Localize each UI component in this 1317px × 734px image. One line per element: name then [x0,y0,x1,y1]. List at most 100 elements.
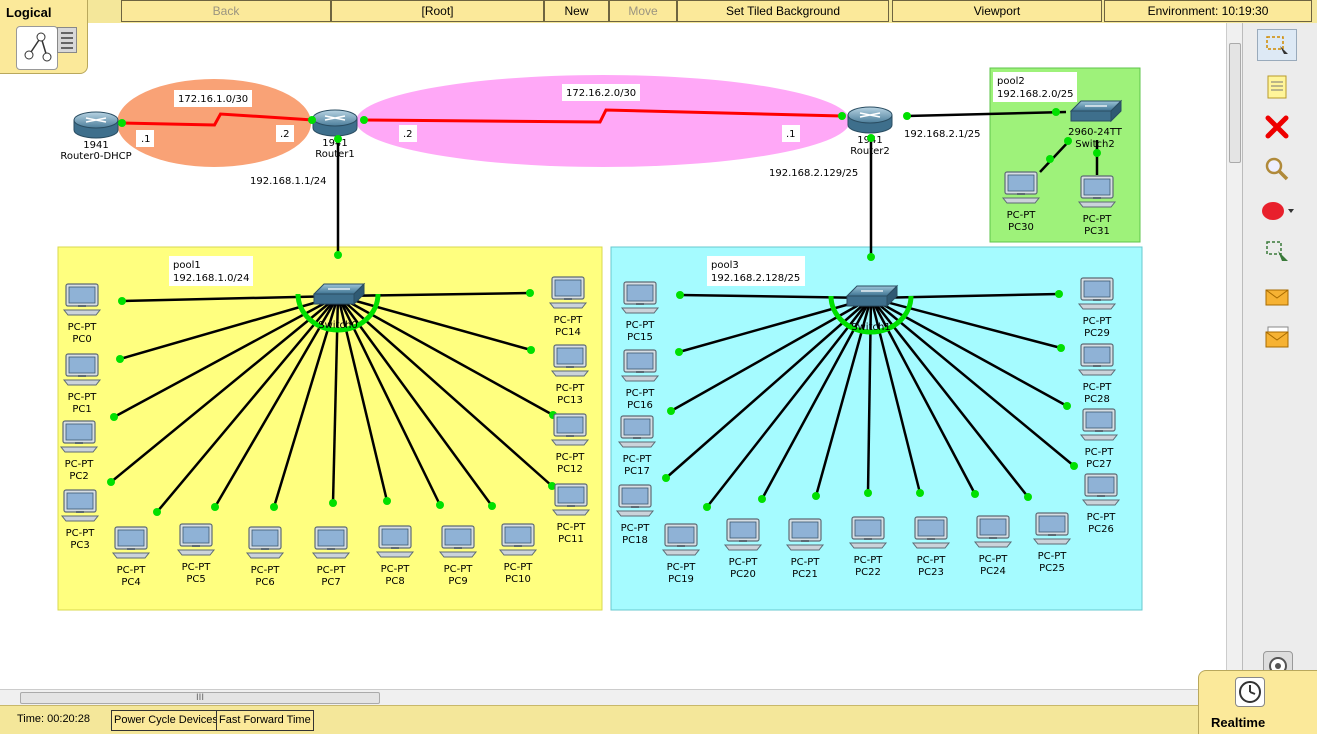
delete-icon[interactable] [1257,111,1297,143]
router-device[interactable]: 1941Router2 [847,106,893,157]
ethernet-link-switch0-pc[interactable] [156,295,339,513]
ethernet-link-switch0-pc[interactable] [113,294,339,419]
svg-text:.1: .1 [786,129,796,140]
ethernet-link-switch1-pc[interactable] [870,296,1062,350]
clock-icon[interactable] [1235,677,1265,707]
root-button[interactable]: [Root] [331,0,544,22]
horizontal-scrollbar[interactable]: III [0,689,1242,705]
ethernet-link-switch0-pc[interactable] [336,295,494,507]
ethernet-link-switch0-pc[interactable] [337,294,554,417]
logical-topology-icon[interactable] [16,26,58,70]
pc-type-label: PC-PT [623,454,653,465]
power-cycle-button[interactable]: Power Cycle Devices [111,710,221,731]
inspect-icon[interactable] [1257,153,1297,185]
router1-ethernet-indicator [334,135,342,143]
ethernet-link-switch1-pc[interactable] [870,292,1060,300]
ethernet-link-switch0-pc[interactable] [121,294,339,303]
switch-device[interactable]: Switch1 [845,284,899,333]
set-tiled-background-button[interactable]: Set Tiled Background [677,0,889,22]
svg-text:pool1: pool1 [173,260,201,271]
realtime-mode-tab[interactable]: Realtime [1198,670,1317,734]
ethernet-link-switch0-pc[interactable] [213,295,340,508]
pc-name-label: PC9 [448,576,467,587]
environment-button[interactable]: Environment: 10:19:30 [1104,0,1312,22]
switch-device[interactable]: Switch0 [312,282,366,331]
ethernet-link-switch0-pc[interactable] [110,295,339,483]
select-icon[interactable] [1257,29,1297,61]
complex-pdu-icon[interactable] [1257,321,1297,353]
ethernet-link-switch1-pc[interactable] [870,297,1029,498]
horizontal-scroll-thumb[interactable]: III [20,692,380,704]
resize-icon[interactable] [1257,235,1297,267]
ethernet-link-switch1-pc[interactable] [760,297,873,500]
pc-port-indicator [675,348,683,356]
ethernet-link-switch0-pc[interactable] [336,295,442,506]
ethernet-link-switch1-pc[interactable] [706,297,872,508]
ethernet-link-r2-switch2[interactable] [906,110,1067,118]
ethernet-link-switch1-pc[interactable] [679,293,872,300]
move-object-button[interactable]: Move Object [609,0,677,39]
simple-pdu-icon[interactable] [1257,281,1297,313]
viewport-button[interactable]: Viewport [892,0,1102,22]
pool3-label: pool3 192.168.2.128/25 [707,256,805,286]
vertical-scroll-thumb[interactable] [1229,43,1241,163]
new-cluster-button[interactable]: New Cluster [544,0,609,39]
serial-link-r1-r2[interactable] [363,108,843,124]
pc-name-label: PC1 [72,404,91,415]
pc-type-label: PC-PT [182,562,212,573]
back-button[interactable]: Back [121,0,331,22]
serial-link-r0-r1[interactable] [121,112,314,127]
logical-view-tab[interactable]: Logical [0,0,88,74]
fast-forward-button[interactable]: Fast Forward Time [216,710,314,731]
ethernet-link-switch1-pc[interactable] [665,297,872,479]
draw-shape-icon[interactable] [1257,195,1297,227]
ethernet-link-switch0-pc[interactable] [337,291,531,298]
note-icon[interactable] [1257,71,1297,103]
ethernet-link-switch1-pc[interactable] [870,297,1075,467]
ethernet-link-switch1-pc[interactable] [678,296,872,354]
ethernet-link-switch2-pc30[interactable] [1039,139,1071,173]
vertical-scrollbar[interactable] [1226,23,1242,689]
workspace-list-icon[interactable] [57,27,77,53]
net2-ellipse[interactable] [356,75,850,167]
r1-lan-address: 192.168.1.1/24 [246,172,330,189]
ethernet-link-switch0-pc[interactable] [337,294,532,352]
ethernet-link-switch0-pc[interactable] [337,295,553,487]
